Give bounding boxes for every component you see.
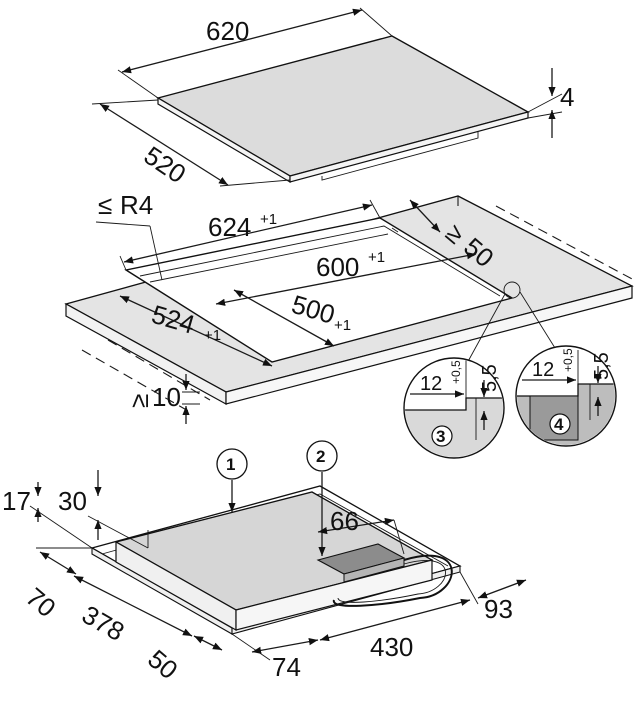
detail-4: 12 +0,5 5,5 4	[515, 345, 617, 447]
worktop-side-edge	[225, 285, 633, 405]
min-thickness-symbol: ≥	[124, 394, 154, 408]
cutout-inner-width-tol: +1	[368, 249, 385, 266]
callout-2-badge	[306, 440, 338, 472]
cutout-outer-width-line	[123, 203, 373, 264]
callout-1-badge	[216, 448, 248, 480]
body-height-label: 30	[58, 486, 87, 516]
connection-offset-label: 66	[330, 506, 359, 536]
cutout-outer-width-tol: +1	[260, 211, 277, 228]
worktop-illustration: ≤ R4 624 +1 ≥ 50 600 +1 524 +1 500 +1 ≥ …	[64, 190, 635, 424]
callout-4-label: 4	[554, 415, 564, 434]
rear-clearance-line	[409, 199, 441, 233]
hob-width-label: 620	[206, 16, 249, 46]
hob-depth-label: 520	[139, 140, 192, 189]
radius-label: R4	[120, 190, 153, 220]
cutout-inner-depth-line	[233, 289, 335, 347]
detail-pointer-circle	[503, 281, 521, 299]
underside-illustration: 1 2 17 30 66 70 378 50 74 430 93	[2, 440, 527, 686]
hob-depth-dimension-line	[99, 103, 229, 186]
min-thickness-label: 10	[152, 382, 181, 412]
hob-illustration: 620 520 4	[91, 7, 574, 189]
detail-4-depth-label: 5,5	[591, 352, 613, 380]
hob-thickness-label: 4	[560, 82, 574, 112]
cutout-inner-width-label: 600	[316, 252, 359, 282]
hob-glass-top	[156, 35, 530, 177]
detail-3-depth-label: 5,5	[479, 364, 501, 392]
detail-3: 12 +0,5 5,5 3	[403, 357, 505, 459]
cutout-outer-width-label: 624	[208, 212, 251, 242]
frame-height-label: 17	[2, 486, 31, 516]
detail-4-width-label: 12	[532, 359, 554, 381]
cutout-inner-depth-tol: +1	[334, 317, 351, 334]
side-offset-label: 74	[272, 652, 301, 682]
detail-4-tolerance: +0,5	[561, 348, 575, 372]
detail-3-tolerance: +0,5	[449, 360, 463, 384]
cutout-outer-depth-line	[119, 295, 273, 367]
hob-width-dimension-line	[121, 8, 363, 74]
rear-offset-label: 50	[142, 644, 183, 686]
callout-3-badge	[431, 425, 453, 447]
callout-4-badge	[549, 413, 571, 435]
callout-3-label: 3	[436, 427, 445, 446]
right-offset-label: 93	[484, 594, 513, 624]
cutout-outer-depth-tol: +1	[204, 327, 221, 344]
body-depth-label: 378	[77, 599, 130, 647]
front-offset-label: 70	[20, 582, 61, 624]
body-width-label: 430	[370, 632, 413, 662]
callout-1-label: 1	[226, 455, 235, 474]
radius-symbol: ≤	[98, 190, 112, 220]
callout-2-label: 2	[316, 447, 325, 466]
detail-3-width-label: 12	[420, 373, 442, 395]
